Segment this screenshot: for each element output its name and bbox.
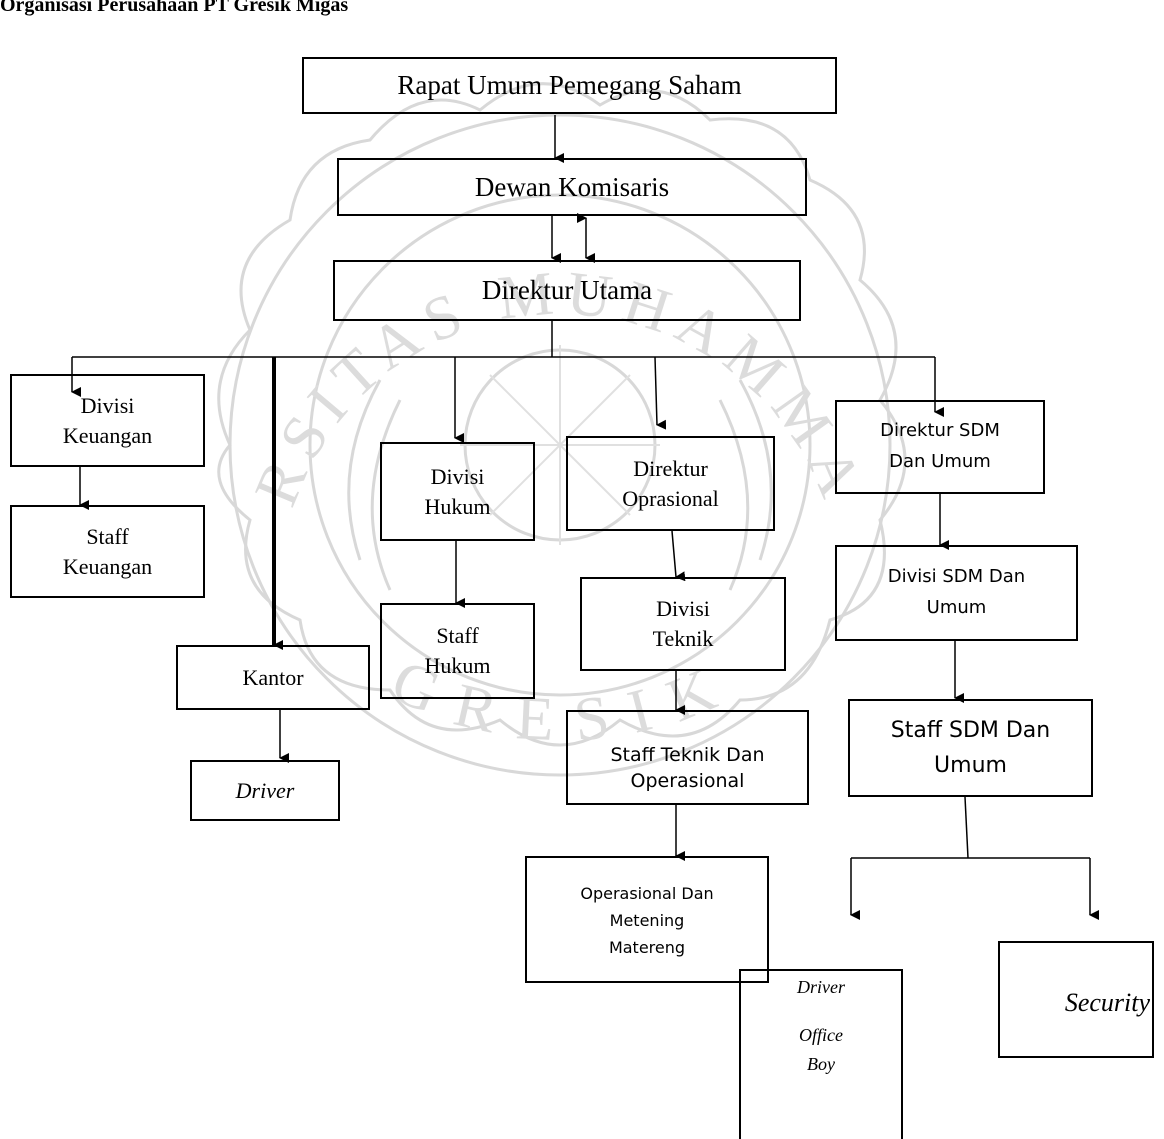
node-divisi-sdm-label: Divisi SDM Dan Umum — [887, 566, 1026, 618]
page-title: Organisasi Perusahaan PT Gresik Migas — [0, 0, 349, 16]
node-divisi-hukum: Divisi Hukum — [380, 442, 535, 541]
node-staff-sdm-label: Staff SDM Dan Umum — [890, 717, 1051, 778]
node-dewan-komisaris: Dewan Komisaris — [337, 158, 807, 216]
node-direktur-sdm: Direktur SDM Dan Umum — [835, 400, 1045, 494]
node-divisi-hukum-label: Divisi Hukum — [424, 463, 491, 519]
node-staff-keuangan-label: Staff Keuangan — [62, 523, 153, 579]
node-driver-kantor-label: Driver — [235, 777, 295, 803]
node-divisi-keuangan-label: Divisi Keuangan — [62, 392, 153, 448]
node-driver-kantor: Driver — [190, 760, 340, 821]
node-security: Security — [998, 941, 1154, 1058]
node-direktur-oprasional: Direktur Oprasional — [566, 436, 775, 531]
node-staff-hukum-label: Staff Hukum — [424, 623, 491, 678]
node-kantor-label: Kantor — [242, 664, 304, 690]
node-direktur-utama-label: Direktur Utama — [481, 275, 653, 306]
node-divisi-teknik-label: Divisi Teknik — [652, 596, 714, 651]
node-staff-keuangan: Staff Keuangan — [10, 505, 205, 598]
node-direktur-utama: Direktur Utama — [333, 260, 801, 321]
node-security-label: Security — [1064, 988, 1150, 1017]
node-office-boy-label: Office Boy — [799, 1025, 843, 1075]
node-dewan-komisaris-label: Dewan Komisaris — [474, 171, 670, 202]
node-rups: Rapat Umum Pemegang Saham — [302, 57, 837, 114]
node-divisi-keuangan: Divisi Keuangan — [10, 374, 205, 467]
node-operasional-metering-label: Operasional Dan Metening Matereng — [580, 884, 714, 958]
node-rups-label: Rapat Umum Pemegang Saham — [397, 70, 742, 101]
node-driver-sdm-label: Driver — [797, 977, 845, 997]
node-operasional-metering: Operasional Dan Metening Matereng — [525, 856, 769, 983]
node-staff-teknik-label: Staff Teknik Dan Operasional — [610, 743, 765, 792]
node-direktur-sdm-label: Direktur SDM Dan Umum — [880, 420, 1000, 472]
watermark-sun-icon — [460, 345, 660, 545]
node-divisi-teknik: Divisi Teknik — [580, 577, 786, 671]
node-divisi-sdm: Divisi SDM Dan Umum — [835, 545, 1078, 641]
node-staff-sdm: Staff SDM Dan Umum — [848, 699, 1093, 797]
node-staff-teknik: Staff Teknik Dan Operasional — [566, 710, 809, 805]
node-staff-hukum: Staff Hukum — [380, 603, 535, 699]
node-direktur-oprasional-label: Direktur Oprasional — [622, 455, 719, 511]
node-driver-office-boy: Driver Office Boy — [739, 969, 903, 1139]
node-kantor: Kantor — [176, 645, 370, 710]
